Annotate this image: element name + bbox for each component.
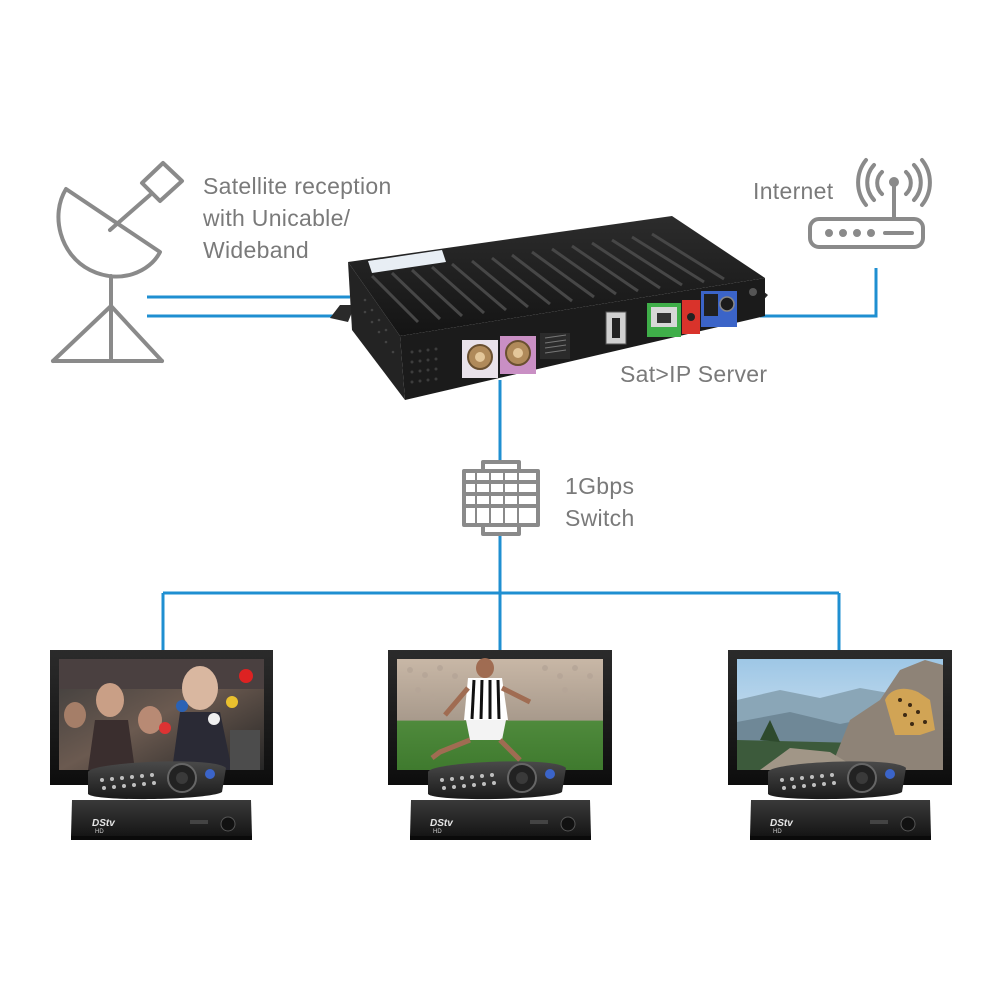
satellite-label-line-3: Wideband xyxy=(203,237,309,263)
decoder-1-brand: DStv xyxy=(92,818,116,829)
decoder-2-brand: DStv xyxy=(430,818,454,829)
tv-3-picture xyxy=(737,660,943,770)
switch-label-line-1: 1Gbps xyxy=(565,473,635,499)
satip-server-label: Sat>IP Server xyxy=(620,361,768,387)
satip-server-device xyxy=(330,216,768,400)
switch-label-line-2: Switch xyxy=(565,505,635,531)
satellite-label-line-2: with Unicable/ xyxy=(203,205,351,231)
lnb-input-ports xyxy=(462,336,536,378)
decoder-3-brand: DStv xyxy=(770,818,794,829)
tv-unit-3 xyxy=(728,650,952,785)
remote-control-3 xyxy=(768,761,906,800)
tv-2-picture xyxy=(407,658,593,762)
network-switch-icon xyxy=(462,460,540,536)
connection-lines xyxy=(147,268,878,650)
decoder-1-model: HD xyxy=(95,829,104,835)
remote-control-2 xyxy=(428,761,566,800)
satellite-dish-icon xyxy=(51,161,184,363)
decoder-unit-1: DStv HD xyxy=(71,800,252,840)
decoder-unit-3: DStv HD xyxy=(750,800,931,840)
internet-label: Internet xyxy=(753,178,834,204)
decoder-unit-2: DStv HD xyxy=(410,800,591,840)
tv-1-picture xyxy=(59,659,264,770)
internet-link xyxy=(760,268,878,318)
satellite-label-line-1: Satellite reception xyxy=(203,173,392,199)
remote-control-1 xyxy=(88,761,226,800)
server-heatsink-fins xyxy=(370,232,725,324)
decoder-3-model: HD xyxy=(773,829,782,835)
wifi-router-icon xyxy=(808,158,932,249)
switch-label: 1Gbps Switch xyxy=(565,470,635,534)
decoder-2-model: HD xyxy=(433,829,442,835)
satellite-reception-label: Satellite reception with Unicable/ Wideb… xyxy=(203,170,392,266)
